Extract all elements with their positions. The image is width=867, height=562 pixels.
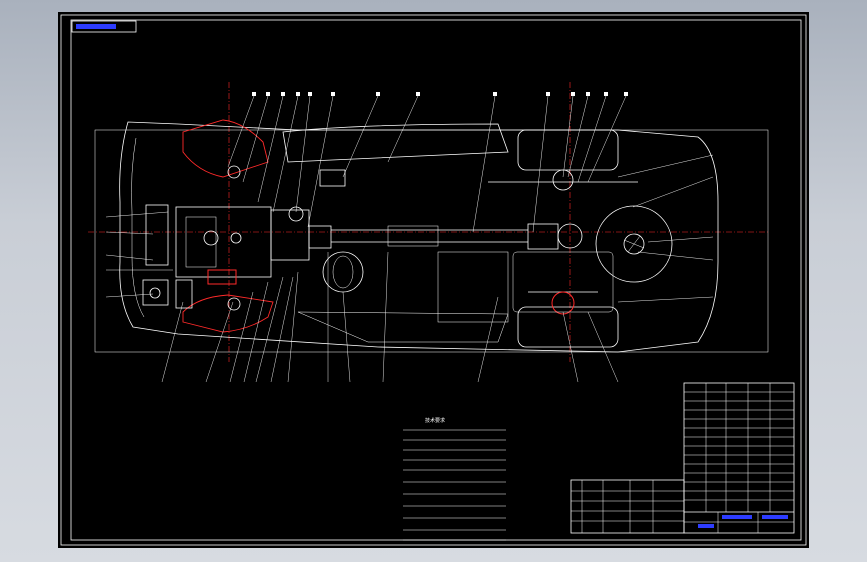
vehicle-envelope [94,129,769,353]
spare-wheel [595,205,673,283]
leader-lines-bottom [161,251,619,383]
filter-unit [175,279,193,309]
frame-rail-top [282,123,509,163]
battery [142,279,169,306]
rear-right-tyre [517,306,619,348]
clutch-housing [308,225,332,249]
drawing-canvas: 技术要求 [60,14,807,546]
differential [557,223,583,249]
leader-lines-sides [105,154,714,303]
body-outline [119,121,719,353]
stamp-box [71,20,137,33]
technical-notes: 技术要求 [403,417,506,541]
steering-box [288,206,304,222]
engine-pulley [203,230,219,246]
differential-front [527,223,559,250]
battery-terminal [149,287,161,299]
front-hub-right [227,297,241,311]
fuel-tank [512,251,614,313]
notes-title: 技术要求 [425,417,445,424]
spare-wheel-hub [623,233,645,255]
exhaust-muffler [319,169,346,187]
front-right-wheel [182,294,274,333]
engine-block [175,206,272,278]
spare-wheel-spokes [623,235,645,253]
body-inner-line [131,137,145,318]
outer-frame [60,14,807,546]
bom-table-right [683,382,795,534]
radiator [145,204,169,266]
steering-wheel [322,251,364,293]
leader-lines-top [227,95,627,233]
front-left-wheel [182,119,269,178]
bom-table-left [570,479,685,534]
balloon-marks [252,92,628,96]
frame-rail-bottom [297,311,509,343]
engine-port [230,232,242,244]
stamp-blue-text [76,24,116,29]
rear-hub-right [551,291,575,315]
oil-pan [207,269,237,285]
front-hub-left [227,165,241,179]
rear-left-tyre [517,129,619,171]
shaft-tube [387,225,439,247]
drawing-sheet: 技术要求 [58,12,809,548]
steering-wheel-inner [332,255,354,289]
seat-frame [437,251,509,323]
rear-hub-left [552,169,574,191]
engine-cylinder [185,216,217,268]
